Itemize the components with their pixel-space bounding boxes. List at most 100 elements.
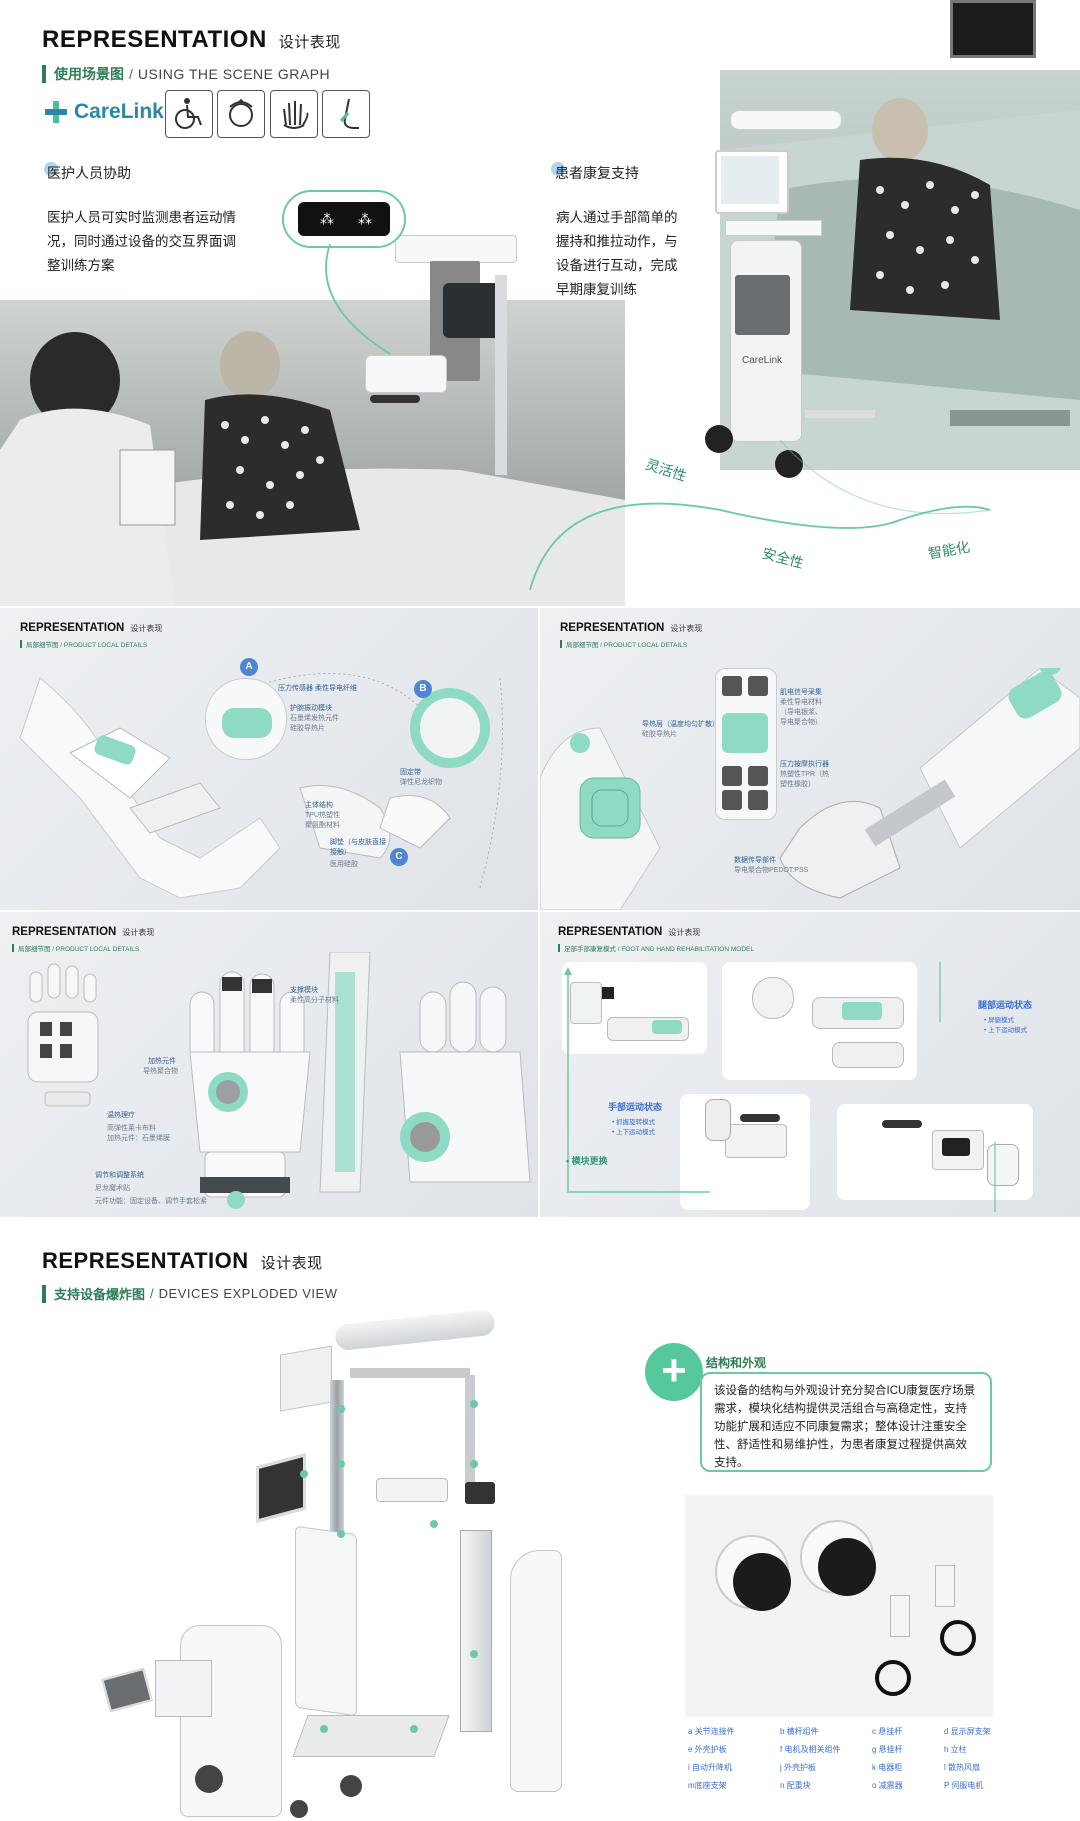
hand-motion-title: 手部运动状态 — [608, 1102, 663, 1112]
legend-item: b 横杆组件 — [780, 1727, 819, 1736]
bubble-connector — [325, 244, 391, 355]
page-subtitle: 使用场景图 / USING THE SCENE GRAPH — [42, 64, 330, 84]
leg-icon — [322, 90, 370, 138]
base-frame-part — [180, 1625, 282, 1817]
wheel-part — [290, 1800, 308, 1818]
annotation: 导热层（温度均匀扩散） — [642, 721, 719, 728]
annotation: 主体结构 — [305, 802, 333, 809]
legend-item: l 散热风扇 — [944, 1763, 980, 1772]
feature-curve — [529, 439, 991, 591]
panel-c-subtitle: 局部细节图 / PRODUCT LOCAL DETAILS — [12, 943, 139, 953]
annotation: 元件功能：固定设备、调节手套松紧 — [95, 1198, 207, 1205]
legend-item: k 电器柜 — [872, 1763, 903, 1772]
legend-item: o 减震器 — [872, 1781, 903, 1790]
annotation: 硅胶导热片 — [290, 725, 325, 732]
top-monitor — [950, 0, 1036, 58]
legend-item: P 伺服电机 — [944, 1781, 984, 1790]
annotation: 石墨烯发热元件 — [290, 715, 339, 722]
annotation: 柔性高分子材料 — [290, 997, 339, 1004]
side-shell-part — [510, 1550, 562, 1792]
legend-item: m底座支架 — [688, 1781, 727, 1790]
annotation: 柔性导电材料 — [780, 699, 822, 706]
right-device: CareLink — [695, 110, 880, 490]
annotation: 硅胶导热片 — [642, 731, 677, 738]
detail-badge-c: C — [390, 848, 408, 866]
panel-a-subtitle: 局部细节图 / PRODUCT LOCAL DETAILS — [20, 639, 147, 649]
left-device — [355, 235, 555, 485]
hand-icon — [270, 90, 318, 138]
crossbar-part — [350, 1368, 470, 1378]
module-swap-label: • 模块更换 — [566, 1156, 608, 1166]
wheelchair-icon — [165, 90, 213, 138]
right-scene-description: 病人通过手部简单的 握持和推拉动作，与 设备进行互动，完成 早期康复训练 — [556, 210, 678, 297]
detail-badge-b: B — [414, 680, 432, 698]
legend-item: i 自动升降机 — [688, 1763, 732, 1772]
foot-mode-card-2 — [722, 962, 917, 1080]
hand-mode-item: • 抓握旋转模式 — [612, 1119, 656, 1126]
foot-mode-item: • 上下运动模式 — [984, 1027, 1028, 1034]
carelink-logo-icon — [45, 101, 67, 123]
annotation: 医用硅胶 — [330, 861, 358, 868]
annotation: 支撑模块 — [290, 987, 318, 994]
base-plate-part — [292, 1715, 450, 1757]
exploded-subtitle: 支持设备爆炸图 / DEVICES EXPLODED VIEW — [42, 1284, 337, 1303]
annotation: 数据传导部件 — [734, 857, 776, 864]
annotation: 热塑性TPR（热 — [780, 771, 829, 778]
components-image — [685, 1495, 993, 1717]
annotation: 脚垫（与皮肤直接接触） — [330, 839, 386, 856]
carelink-logo: CareLink — [44, 100, 164, 124]
annotation: 导电聚合物） — [780, 719, 822, 726]
legend-item: e 外壳护板 — [688, 1745, 727, 1754]
annotation: 肌电信号采集 — [780, 689, 822, 696]
hand-mode-card-2 — [837, 1104, 1033, 1200]
device-brand-text: CareLink — [742, 355, 783, 366]
right-label-dot — [551, 162, 565, 176]
annotation: 加热元件：石墨烯膜 — [107, 1135, 170, 1142]
fan-part — [101, 1667, 153, 1713]
foot-motion-title: 腿部运动状态 — [978, 1000, 1033, 1010]
annotation: 导电聚合物PEDOT:PSS — [734, 867, 809, 874]
plus-icon: + — [645, 1343, 703, 1401]
parts-legend: a 关节连接件 b 横杆组件 c 悬挂杆 d 显示屏支架 e 外壳护板 f 电机… — [688, 1726, 991, 1806]
left-scene-description: 医护人员可实时监测患者运动情 况，同时通过设备的交互界面调 整训练方案 — [47, 210, 236, 273]
annotation: 尼龙魔术贴 — [95, 1185, 130, 1192]
right-scene-label: 患者康复支持 — [555, 165, 639, 181]
left-scene-photo — [0, 300, 625, 606]
legend-item: f 电机及相关组件 — [780, 1745, 841, 1754]
scene-section: ⁂ ⁂ CareLink — [0, 0, 1080, 606]
left-scene-label: 医护人员协助 — [47, 165, 131, 181]
structure-description-box: 该设备的结构与外观设计充分契合ICU康复医疗场景需求，模块化结构提供灵活组合与高… — [700, 1372, 992, 1472]
annotation: 护腕振动模块 — [290, 705, 332, 712]
legend-item: g 悬挂杆 — [872, 1745, 903, 1754]
legend-item: d 显示屏支架 — [944, 1727, 991, 1736]
legend-item: c 悬挂杆 — [872, 1727, 903, 1736]
annotation: 弹性尼龙织物 — [400, 779, 442, 786]
annotation: 温热理疗 — [107, 1112, 135, 1119]
structure-box-title: 结构和外观 — [706, 1356, 767, 1370]
annotation: 压力按摩执行器 — [780, 761, 829, 768]
wheel-part — [195, 1765, 223, 1793]
annotation: TPU热塑性 — [305, 812, 340, 819]
annotation: 聚氨酯材料 — [305, 822, 340, 829]
panel-d-subtitle: 足部手部康复模式 / FOOT AND HAND REHABILITATION … — [558, 943, 754, 953]
hand-mode-card-1 — [680, 1094, 810, 1210]
top-bar-part — [334, 1308, 496, 1352]
panel-b-subtitle: 局部细节图 / PRODUCT LOCAL DETAILS — [560, 639, 687, 649]
legend-item: j 外壳护板 — [780, 1763, 816, 1772]
legend-item: n 配重块 — [780, 1781, 811, 1790]
annotation: 固定带 — [400, 769, 421, 776]
detail-badge-a: A — [240, 658, 258, 676]
legend-item: a 关节连接件 — [688, 1727, 735, 1736]
display-part — [256, 1453, 306, 1523]
foot-mode-card-1 — [562, 962, 707, 1054]
